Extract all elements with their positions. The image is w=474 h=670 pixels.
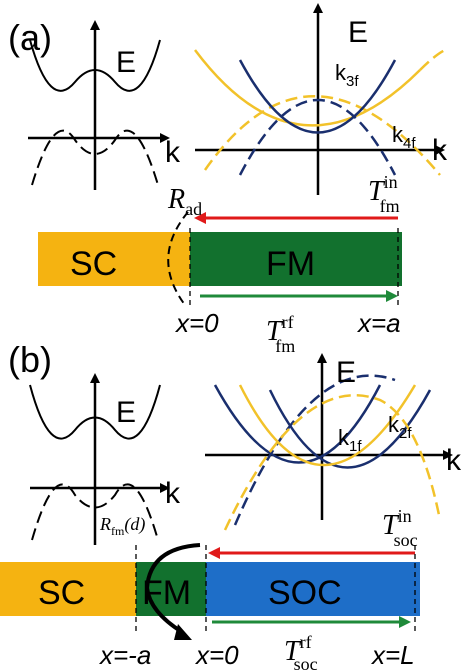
- x-a-label: x=a: [356, 308, 401, 338]
- k4f-label: k4f: [392, 122, 416, 152]
- x-zero-label: x=0: [174, 308, 219, 338]
- navy-band-curve: [213, 384, 382, 464]
- sc-block: [0, 562, 136, 616]
- e-label: E: [116, 46, 136, 79]
- sc-label: SC: [38, 574, 85, 612]
- navy-band-curve: [238, 59, 397, 134]
- conduction-band-curve: [29, 384, 161, 440]
- reflection-arrowhead: [174, 624, 192, 640]
- k-label: k: [446, 444, 462, 477]
- panel-a-left-bands: E k: [28, 20, 181, 190]
- e-label: E: [348, 16, 368, 49]
- sc-label: SC: [70, 245, 117, 283]
- k3f-label: k3f: [335, 60, 359, 90]
- fm-label: FM: [142, 574, 191, 612]
- k-label: k: [432, 134, 448, 167]
- k1f-label: k1f: [338, 425, 362, 455]
- x-l-label: x=L: [370, 640, 415, 670]
- soc-label: SOC: [268, 574, 342, 612]
- k-label: k: [165, 136, 181, 169]
- navy-band-curve: [268, 389, 432, 469]
- navy-band-curve: [233, 374, 396, 526]
- orange-band-curve: [419, 48, 446, 71]
- panel-a-label: (a): [8, 17, 52, 58]
- fm-label: FM: [266, 245, 315, 283]
- x-zero-label: x=0: [194, 640, 239, 670]
- navy-band-curve: [238, 99, 397, 176]
- orange-band-curve: [194, 49, 421, 127]
- k-label: k: [165, 477, 181, 510]
- r-fm-label: Rfm(d): [99, 514, 145, 538]
- panel-b-left-bands: E k: [29, 373, 181, 545]
- conduction-band-curve: [29, 39, 161, 92]
- x-neg-a-label: x=-a: [98, 640, 151, 670]
- panel-b-right-bands: E k1f k2f k: [205, 353, 462, 531]
- e-label: E: [336, 356, 356, 389]
- sc-block: [38, 232, 190, 286]
- orange-band-curve: [238, 384, 417, 467]
- panel-b-label: (b): [8, 339, 52, 380]
- orange-band-curve: [223, 394, 442, 531]
- orange-band-curve: [203, 95, 441, 176]
- reflection-arrow: [144, 543, 201, 634]
- panel-a: (a) E k E k3f k4f k Rad Tin: [8, 3, 448, 356]
- soc-block: [206, 562, 420, 616]
- e-label: E: [116, 396, 136, 429]
- panel-a-right-bands: E k3f k4f k: [194, 3, 448, 195]
- k2f-label: k2f: [388, 412, 412, 442]
- r-ad-label: Rad: [167, 184, 202, 219]
- fm-block: [190, 232, 402, 286]
